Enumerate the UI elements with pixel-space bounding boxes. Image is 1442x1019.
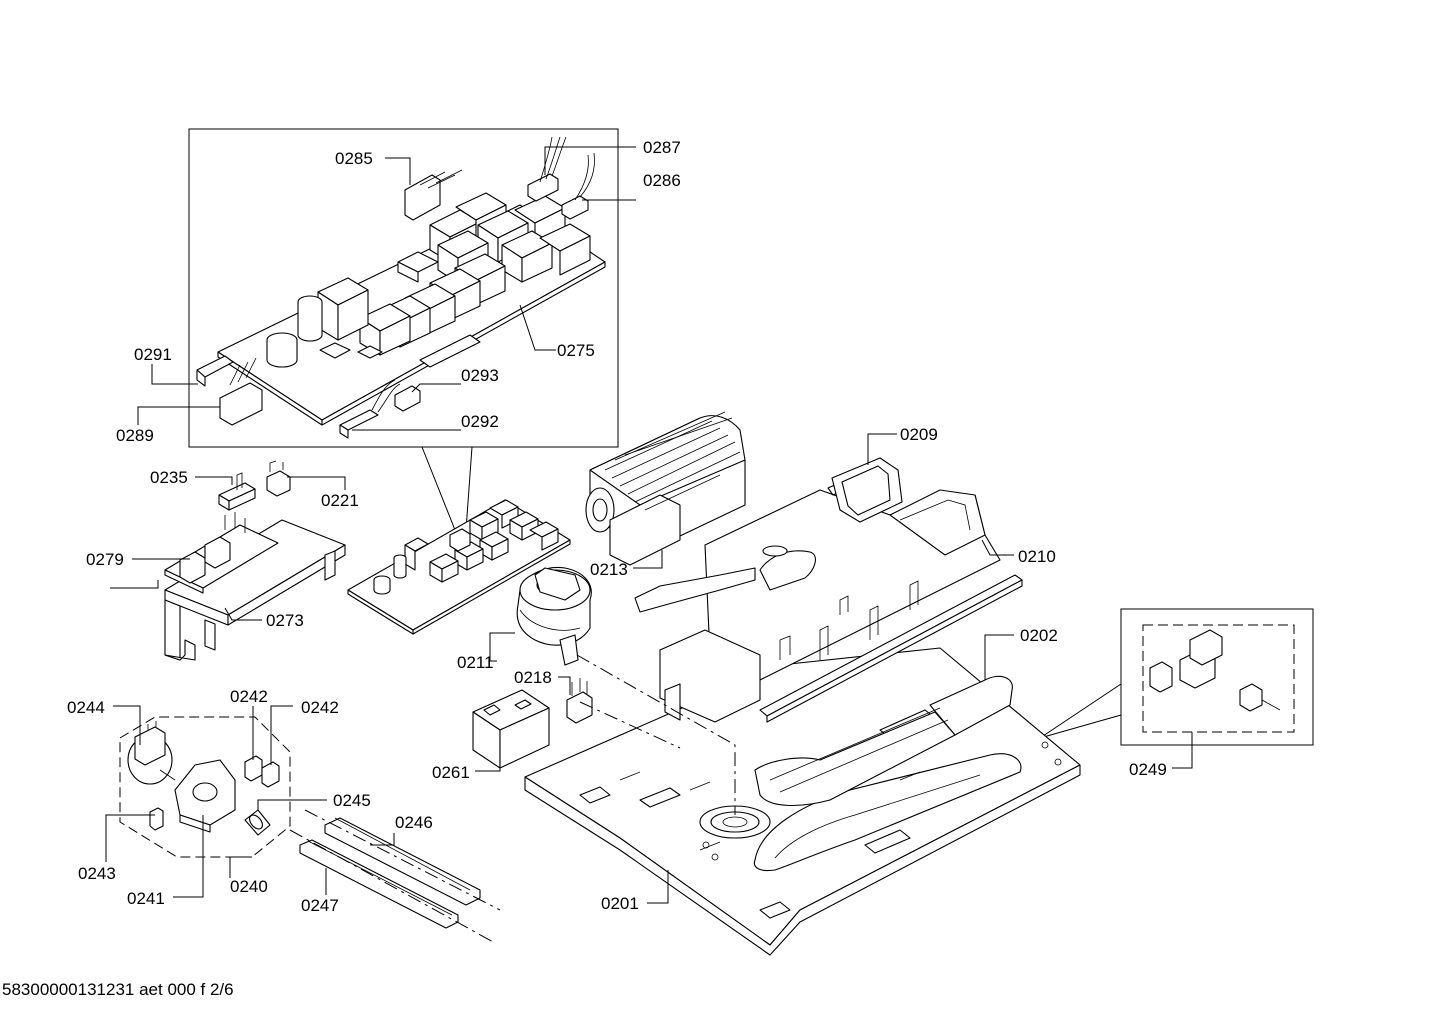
label-0249: 0249 bbox=[1129, 760, 1167, 779]
label-0211: 0211 bbox=[457, 653, 494, 672]
label-0273: 0273 bbox=[266, 611, 304, 630]
clip-0243 bbox=[149, 807, 164, 831]
label-0242-left: 0242 bbox=[230, 687, 268, 706]
flap-0209 bbox=[831, 457, 903, 523]
control-pcb-detail bbox=[196, 136, 606, 439]
bulb-0245 bbox=[244, 809, 271, 836]
label-0244: 0244 bbox=[67, 698, 105, 717]
blower-0211 bbox=[516, 566, 592, 666]
label-0285: 0285 bbox=[335, 149, 373, 168]
label-0289: 0289 bbox=[116, 426, 154, 445]
label-0218: 0218 bbox=[514, 668, 552, 687]
label-0247: 0247 bbox=[301, 896, 339, 915]
label-0279: 0279 bbox=[86, 550, 124, 569]
callout-labels: 0285 0287 0286 0275 0291 0293 0289 0292 … bbox=[67, 138, 1167, 915]
document-id: 58300000131231 aet 000 f 2/6 bbox=[2, 980, 234, 999]
label-0235: 0235 bbox=[150, 468, 188, 487]
label-0293: 0293 bbox=[461, 366, 499, 385]
label-0243: 0243 bbox=[78, 864, 116, 883]
lamp-base-0241 bbox=[174, 759, 236, 833]
lamp-housing-0244 bbox=[127, 721, 176, 785]
label-0201: 0201 bbox=[601, 894, 639, 913]
lamp-group-frame-0240 bbox=[119, 716, 291, 858]
side-rail-0202 bbox=[754, 675, 1013, 807]
label-0292: 0292 bbox=[461, 412, 499, 431]
label-0241: 0241 bbox=[127, 889, 165, 908]
pcb-detail-frame bbox=[188, 128, 619, 448]
connector-0218 bbox=[566, 678, 593, 724]
label-0209: 0209 bbox=[900, 425, 938, 444]
label-0246: 0246 bbox=[395, 813, 433, 832]
label-0291: 0291 bbox=[134, 345, 172, 364]
label-0213: 0213 bbox=[590, 560, 628, 579]
relay-0235 bbox=[218, 472, 256, 511]
pcb-0279 bbox=[164, 512, 279, 594]
label-0287: 0287 bbox=[643, 138, 681, 157]
label-0221: 0221 bbox=[321, 491, 359, 510]
fan-motor-0213 bbox=[585, 411, 746, 566]
label-0240: 0240 bbox=[230, 877, 268, 896]
clip-0221 bbox=[266, 460, 291, 497]
label-0286: 0286 bbox=[643, 171, 681, 190]
label-0261: 0261 bbox=[432, 763, 470, 782]
door-switch-parts bbox=[1149, 629, 1281, 712]
label-0242-right: 0242 bbox=[301, 698, 339, 717]
label-0275: 0275 bbox=[557, 341, 595, 360]
label-0202: 0202 bbox=[1020, 626, 1058, 645]
main-pcb-0275 bbox=[347, 499, 571, 635]
duct-housing-0210 bbox=[634, 464, 1023, 723]
label-0245: 0245 bbox=[333, 791, 371, 810]
switch-detail-outer-frame bbox=[1120, 608, 1314, 746]
transformer-0261 bbox=[472, 689, 550, 769]
label-0210: 0210 bbox=[1018, 547, 1056, 566]
lamp-socket-0242 bbox=[244, 755, 280, 788]
